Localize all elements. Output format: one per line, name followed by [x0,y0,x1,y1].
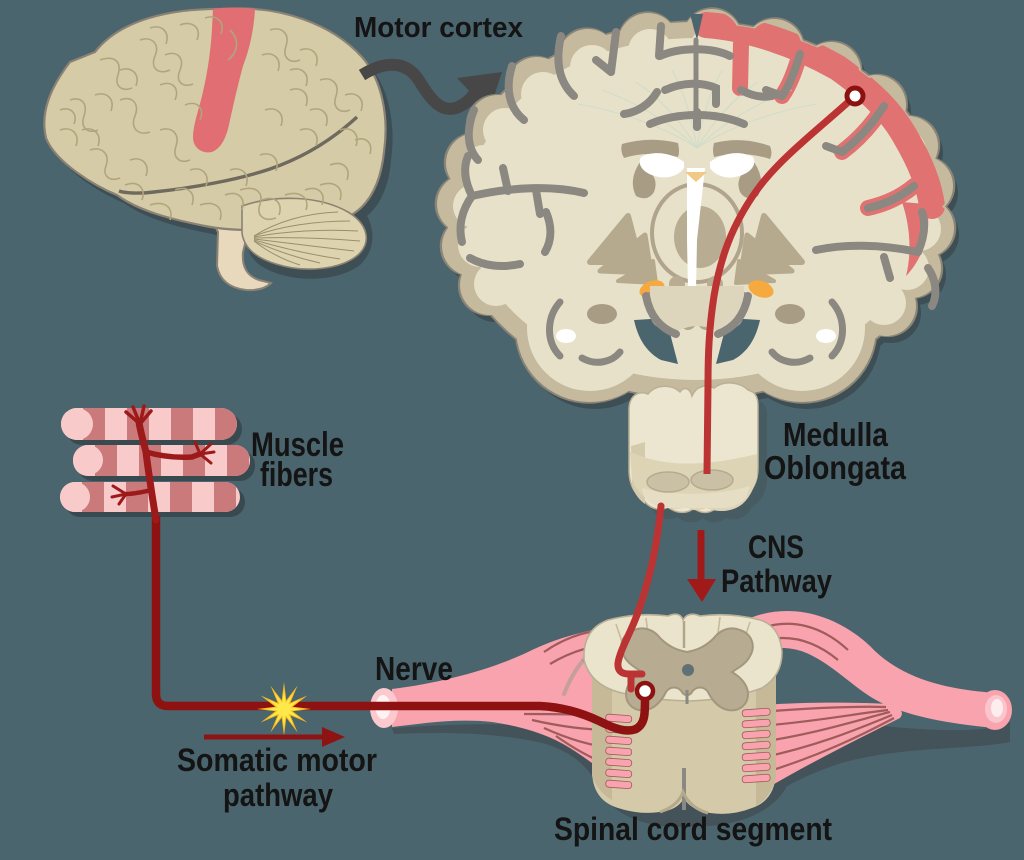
svg-text:CNS: CNS [748,529,804,565]
svg-text:Somatic motor: Somatic motor [177,742,377,778]
svg-text:Medulla: Medulla [783,416,889,453]
svg-text:Spinal cord segment: Spinal cord segment [554,811,832,847]
svg-text:Pathway: Pathway [721,563,832,599]
svg-text:Nerve: Nerve [375,650,453,687]
svg-text:fibers: fibers [260,456,333,494]
svg-text:pathway: pathway [223,777,333,813]
svg-text:Oblongata: Oblongata [764,449,907,486]
svg-text:Muscle: Muscle [251,426,344,464]
svg-text:Motor cortex: Motor cortex [354,12,523,44]
